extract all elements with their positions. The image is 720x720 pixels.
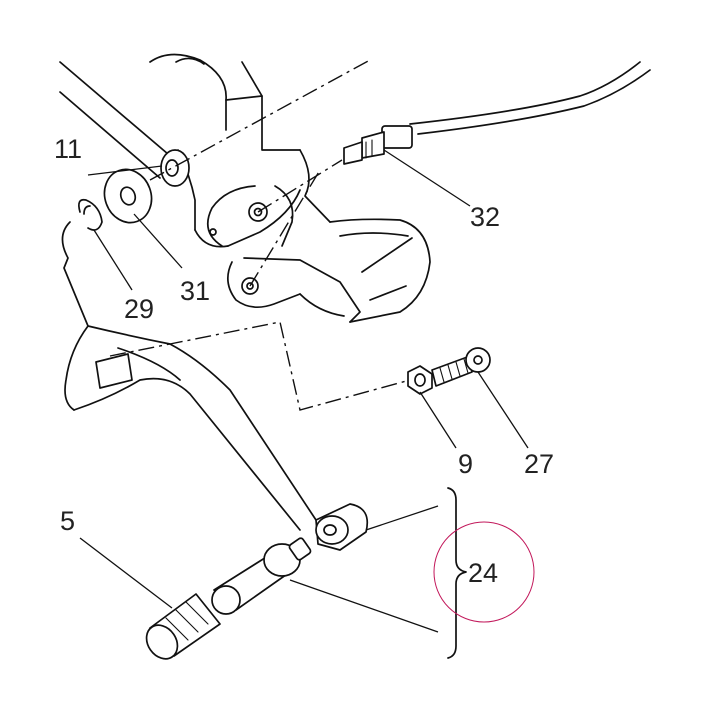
callout-11: 11 bbox=[54, 134, 82, 164]
callout-27: 27 bbox=[524, 449, 554, 479]
circlip-29 bbox=[78, 198, 103, 231]
bolt-27 bbox=[431, 347, 491, 387]
callout-31: 31 bbox=[180, 276, 210, 306]
bracket-24 bbox=[447, 487, 467, 659]
highlight-circle bbox=[433, 521, 535, 623]
frame-bracket bbox=[59, 53, 431, 323]
callout-32: 32 bbox=[470, 202, 500, 232]
callout-29: 29 bbox=[124, 294, 154, 324]
callout-9: 9 bbox=[458, 449, 473, 479]
callout-24: 24 bbox=[468, 558, 498, 588]
nut-9 bbox=[407, 365, 433, 395]
sensor-cable bbox=[343, 61, 651, 165]
leader-lines bbox=[79, 149, 529, 633]
rubber-grip-5 bbox=[145, 593, 221, 660]
callout-5: 5 bbox=[60, 506, 75, 536]
footpeg-pin bbox=[211, 537, 312, 615]
assembly-axes bbox=[109, 59, 411, 411]
